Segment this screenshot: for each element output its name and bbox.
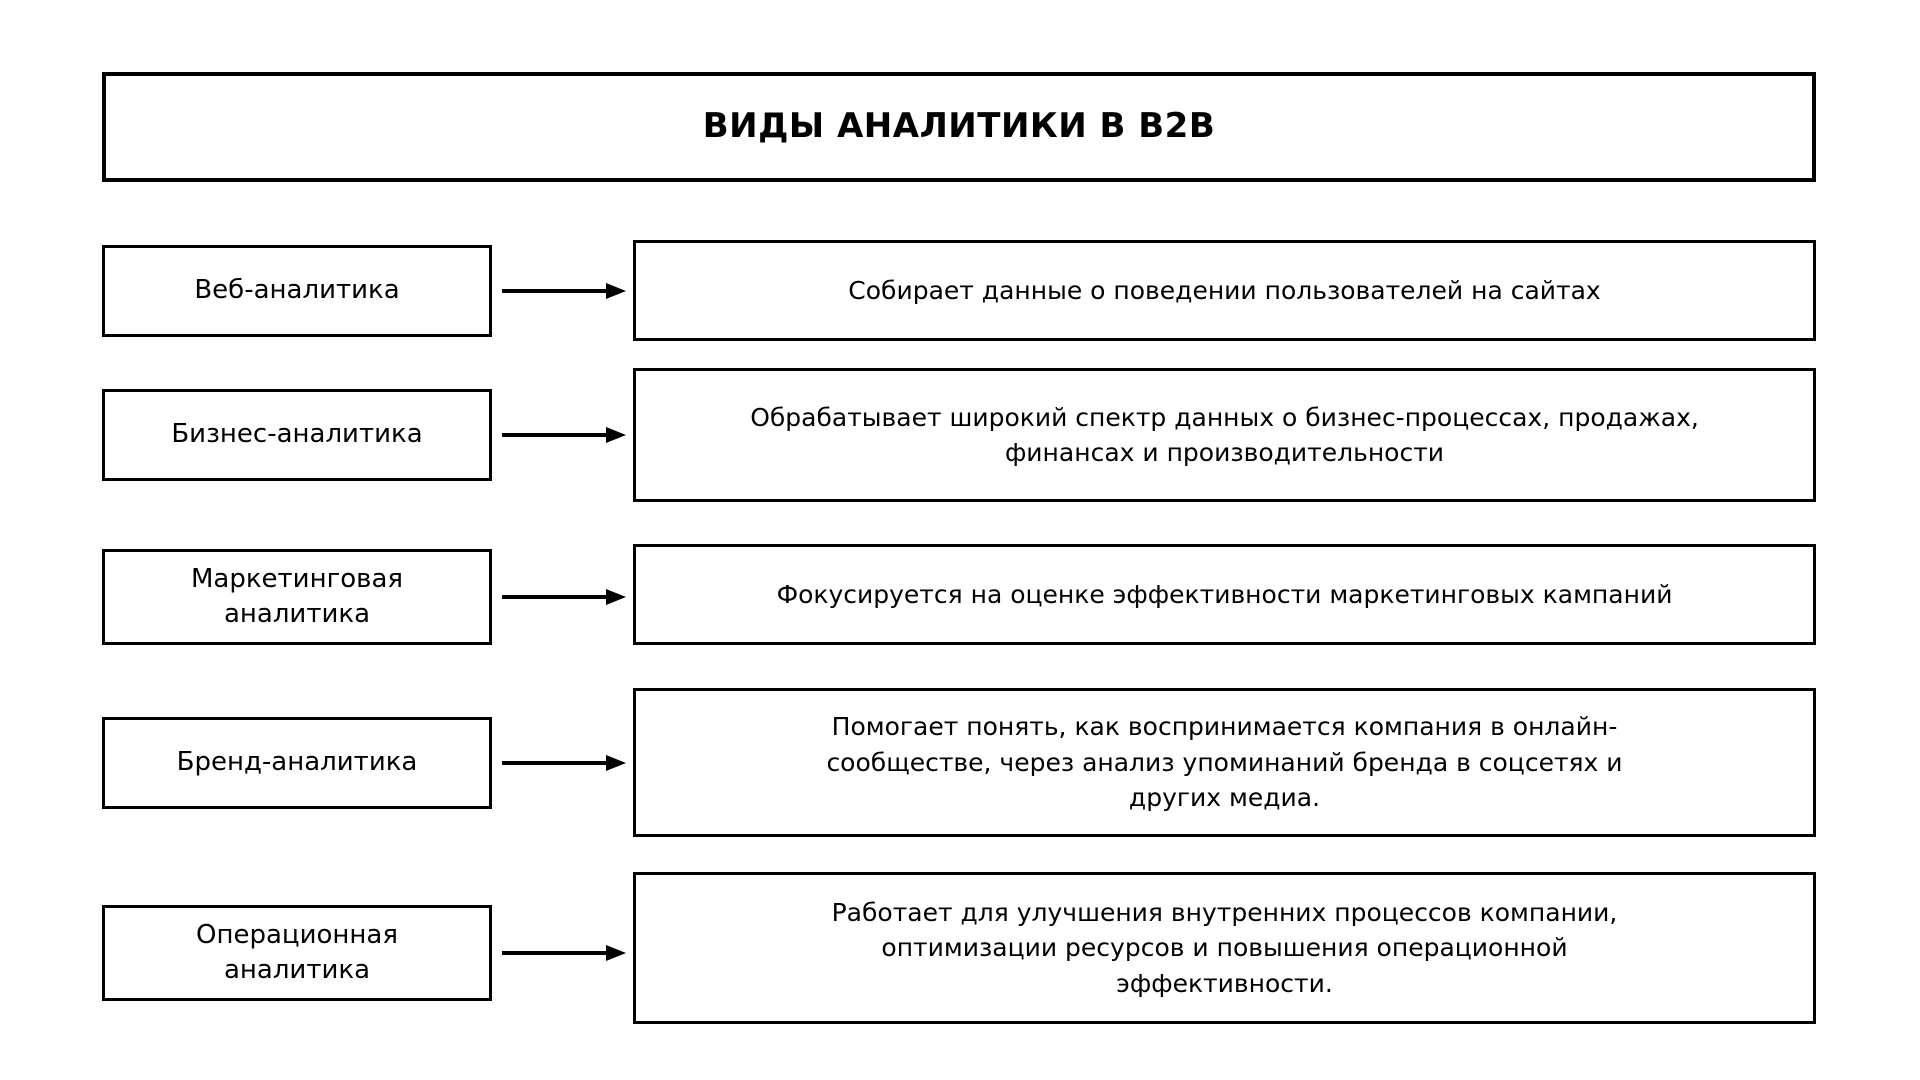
description-text-5: Работает для улучшения внутренних процес… [831, 897, 1618, 998]
term-box-4[interactable]: Бренд-аналитика [102, 717, 492, 809]
term-box-1[interactable]: Веб-аналитика [102, 245, 492, 337]
description-box-3: Фокусируется на оценке эффективности мар… [633, 544, 1816, 645]
term-label-2: Бизнес-аналитика [171, 419, 423, 450]
description-text-1: Собирает данные о поведении пользователе… [848, 275, 1601, 305]
term-box-5[interactable]: Операционная аналитика [102, 905, 492, 1001]
arrow-right-icon-2 [500, 423, 630, 447]
term-box-2[interactable]: Бизнес-аналитика [102, 389, 492, 481]
description-box-4: Помогает понять, как воспринимается комп… [633, 688, 1816, 837]
description-box-1: Собирает данные о поведении пользователе… [633, 240, 1816, 341]
description-text-2: Обрабатывает широкий спектр данных о биз… [750, 402, 1699, 468]
arrow-right-icon-4 [500, 751, 630, 775]
description-text-4: Помогает понять, как воспринимается комп… [826, 712, 1623, 813]
page-title: ВИДЫ АНАЛИТИКИ В B2B [702, 106, 1216, 147]
term-label-1: Веб-аналитика [194, 275, 400, 306]
arrow-right-icon-1 [500, 279, 630, 303]
diagram-title-box: ВИДЫ АНАЛИТИКИ В B2B [102, 72, 1816, 182]
arrow-right-icon-5 [500, 941, 630, 965]
term-label-5: Операционная аналитика [196, 919, 398, 985]
arrow-right-icon-3 [500, 585, 630, 609]
term-label-4: Бренд-аналитика [176, 747, 418, 778]
term-label-3: Маркетинговая аналитика [190, 563, 404, 629]
description-box-2: Обрабатывает широкий спектр данных о биз… [633, 368, 1816, 502]
description-box-5: Работает для улучшения внутренних процес… [633, 872, 1816, 1024]
term-box-3[interactable]: Маркетинговая аналитика [102, 549, 492, 645]
description-text-3: Фокусируется на оценке эффективности мар… [776, 579, 1673, 609]
